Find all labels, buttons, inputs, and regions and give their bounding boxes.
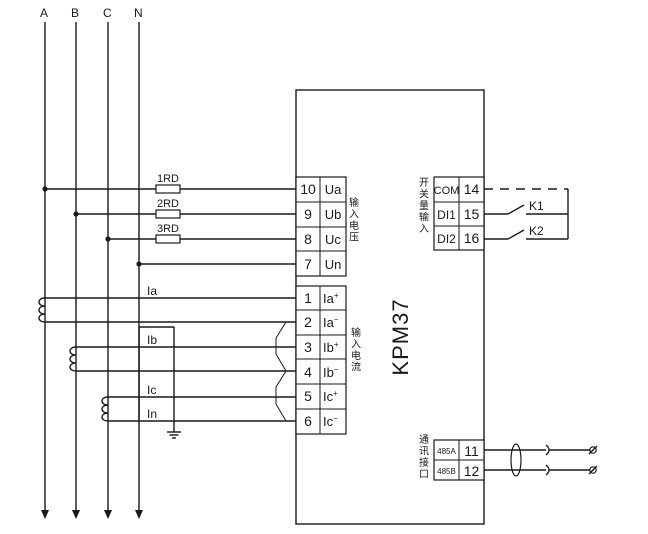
terminal-label-di2: DI2: [437, 232, 456, 246]
shield-ring-icon: [510, 443, 522, 477]
terminal-num-6: 6: [304, 413, 312, 429]
terminal-label-ia-plus: Ia+: [323, 291, 339, 306]
terminal-label-uc: Uc: [325, 232, 341, 247]
contact-label-k1: K1: [529, 199, 544, 213]
terminal-end-a-icon: [589, 446, 597, 454]
comm-terminal-block: 485A 485B 11 12 通讯接口: [419, 434, 598, 481]
ct-c-coil: [101, 396, 109, 422]
phase-bus-lines: [41, 22, 143, 519]
terminal-end-b-icon: [589, 466, 597, 474]
current-block-frame: [295, 285, 347, 435]
terminal-num-2: 2: [304, 314, 312, 330]
current-label-in: In: [147, 407, 157, 421]
terminal-label-com: COM: [434, 185, 460, 197]
terminal-num-15: 15: [464, 206, 480, 222]
junction-a: [42, 186, 48, 192]
ct-b-coil: [69, 346, 77, 372]
terminal-num-4: 4: [304, 364, 312, 380]
terminal-end-b-slash: [588, 465, 598, 475]
phase-label-a: A: [40, 6, 48, 20]
cross-bracket-2: [275, 370, 296, 422]
voltage-terminal-block: 10 9 8 7 Ua Ub Uc Un 输入电压: [295, 176, 359, 277]
terminal-num-12: 12: [464, 463, 480, 479]
terminal-end-a-slash: [588, 445, 598, 455]
ct-a-coil: [38, 297, 46, 323]
terminal-label-di1: DI1: [437, 208, 456, 222]
fuse-3rd: [155, 234, 181, 244]
fuse-label-3rd: 3RD: [157, 223, 179, 235]
current-terminal-block: 1 2 3 4 5 6 Ia+ Ia− Ib+ Ib− Ic+ Ic− 输入电流: [295, 285, 361, 435]
current-label-ia: Ia: [147, 284, 157, 298]
terminal-label-ic-plus: Ic+: [323, 389, 338, 404]
terminal-label-485a: 485A: [437, 447, 456, 456]
k2-switch-blade: [507, 229, 525, 240]
terminal-label-un: Un: [325, 257, 342, 272]
contact-label-k2: K2: [529, 224, 544, 238]
terminal-num-10: 10: [300, 181, 316, 197]
terminal-num-8: 8: [304, 231, 312, 247]
terminal-label-ic-minus: Ic−: [323, 414, 338, 429]
device-model: KPM37: [388, 298, 413, 375]
terminal-num-9: 9: [304, 206, 312, 222]
fuse-label-2rd: 2RD: [157, 198, 179, 210]
arrow-n: [135, 510, 143, 519]
terminal-label-ib-minus: Ib−: [323, 365, 339, 380]
terminal-num-14: 14: [464, 181, 480, 197]
terminal-label-485b: 485B: [437, 467, 456, 476]
terminal-label-ua: Ua: [325, 182, 342, 197]
terminal-label-ib-plus: Ib+: [323, 340, 339, 355]
fuse-label-1rd: 1RD: [157, 173, 179, 185]
terminal-num-16: 16: [464, 230, 480, 246]
break-a-icon: [545, 444, 550, 456]
phase-label-n: N: [134, 6, 143, 20]
fuse-1rd: [155, 184, 181, 194]
break-b-icon: [545, 464, 550, 476]
phase-label-b: B: [71, 6, 79, 20]
voltage-group-label: 输入电压: [349, 196, 359, 244]
switch-group-label: 开关量输入: [419, 178, 429, 235]
voltage-wiring: 1RD 2RD 3RD: [42, 173, 296, 267]
terminal-num-7: 7: [304, 256, 312, 272]
junction-c: [105, 236, 111, 242]
terminal-num-11: 11: [464, 443, 479, 459]
terminal-label-ia-minus: Ia−: [323, 315, 339, 330]
arrow-c: [104, 510, 112, 519]
arrow-a: [41, 510, 49, 519]
fuse-2rd: [155, 209, 181, 219]
terminal-num-5: 5: [304, 388, 312, 404]
junction-b: [73, 211, 79, 217]
current-label-ib: Ib: [147, 333, 157, 347]
current-wiring: Ia Ib Ic In: [38, 284, 296, 439]
phase-label-c: C: [103, 6, 112, 20]
switch-terminal-block: COM DI1 DI2 14 15 16 开关量输入 K1 K2: [419, 176, 569, 251]
junction-n: [136, 261, 142, 267]
arrow-b: [72, 510, 80, 519]
k1-switch-blade: [507, 204, 525, 215]
terminal-label-ub: Ub: [325, 207, 342, 222]
current-group-label: 输入电流: [351, 326, 361, 374]
current-label-ic: Ic: [147, 383, 156, 397]
terminal-num-3: 3: [304, 339, 312, 355]
terminal-num-1: 1: [304, 290, 312, 306]
comm-group-label: 通讯接口: [419, 434, 429, 481]
